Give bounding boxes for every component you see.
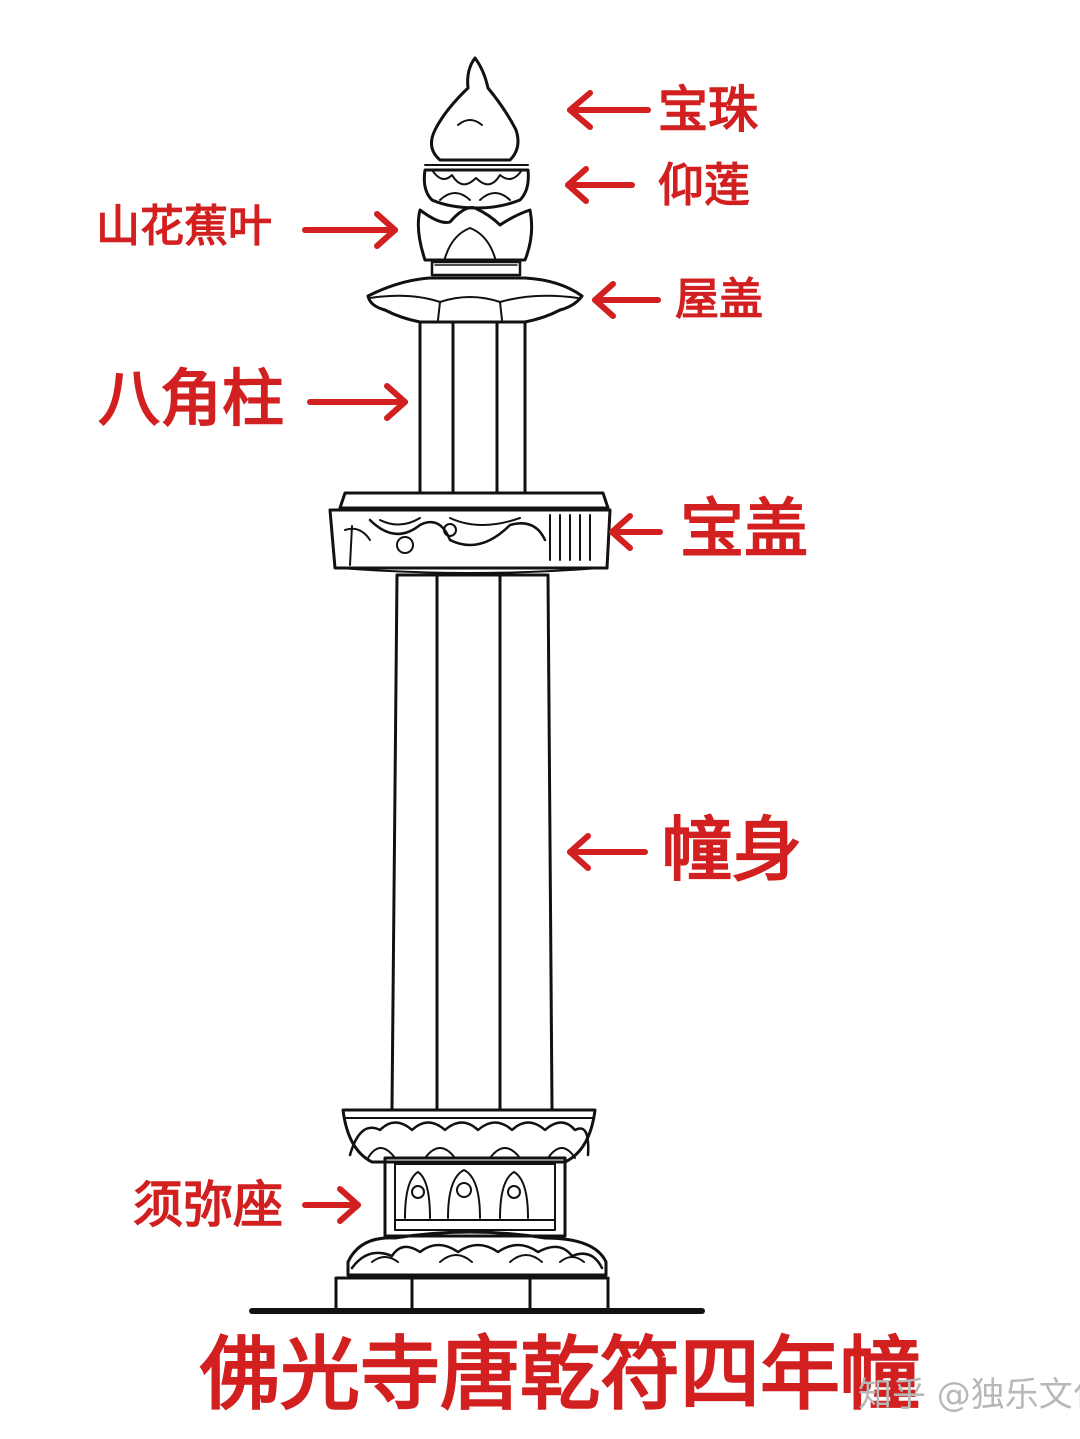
label-baogai: 宝盖: [680, 493, 808, 567]
label-shanhuajiaoye: 山花蕉叶: [96, 201, 272, 252]
label-yanglian: 仰莲: [658, 158, 750, 212]
label-wugai: 屋盖: [675, 274, 763, 325]
label-bajiaozhu: 八角柱: [98, 362, 285, 435]
wugai-roof: [366, 260, 584, 324]
label-baozhu: 宝珠: [658, 81, 758, 139]
label-xumizuo: 须弥座: [133, 1176, 283, 1234]
arrow-chuangshen: [567, 833, 648, 871]
arrow-baozhu: [567, 90, 651, 130]
baozhu-pearl: [429, 56, 520, 162]
arrow-bajiaozhu: [307, 383, 408, 421]
yanglian-lotus: [422, 164, 530, 210]
sumeru-base-waist: [383, 1156, 567, 1238]
arrow-xumizuo: [302, 1186, 361, 1224]
diagram-title: 佛光寺唐乾符四年幢: [200, 1328, 920, 1421]
arrow-baogai: [609, 513, 663, 551]
pillar-shaft: [390, 573, 554, 1110]
arrow-wugai: [592, 281, 661, 319]
plinth: [334, 1276, 610, 1313]
sumeru-base-bottom-lotus: [346, 1230, 608, 1277]
octagonal-column: [418, 320, 527, 494]
watermark: 知乎 @独乐文化: [858, 1375, 1080, 1415]
arrow-yanglian: [565, 166, 635, 204]
label-chuangshen: 幢身: [662, 809, 802, 891]
baogai-canopy: [328, 491, 612, 574]
sumeru-base-upper-lotus: [341, 1108, 597, 1164]
arrow-shanhuajiaoye: [302, 211, 398, 249]
